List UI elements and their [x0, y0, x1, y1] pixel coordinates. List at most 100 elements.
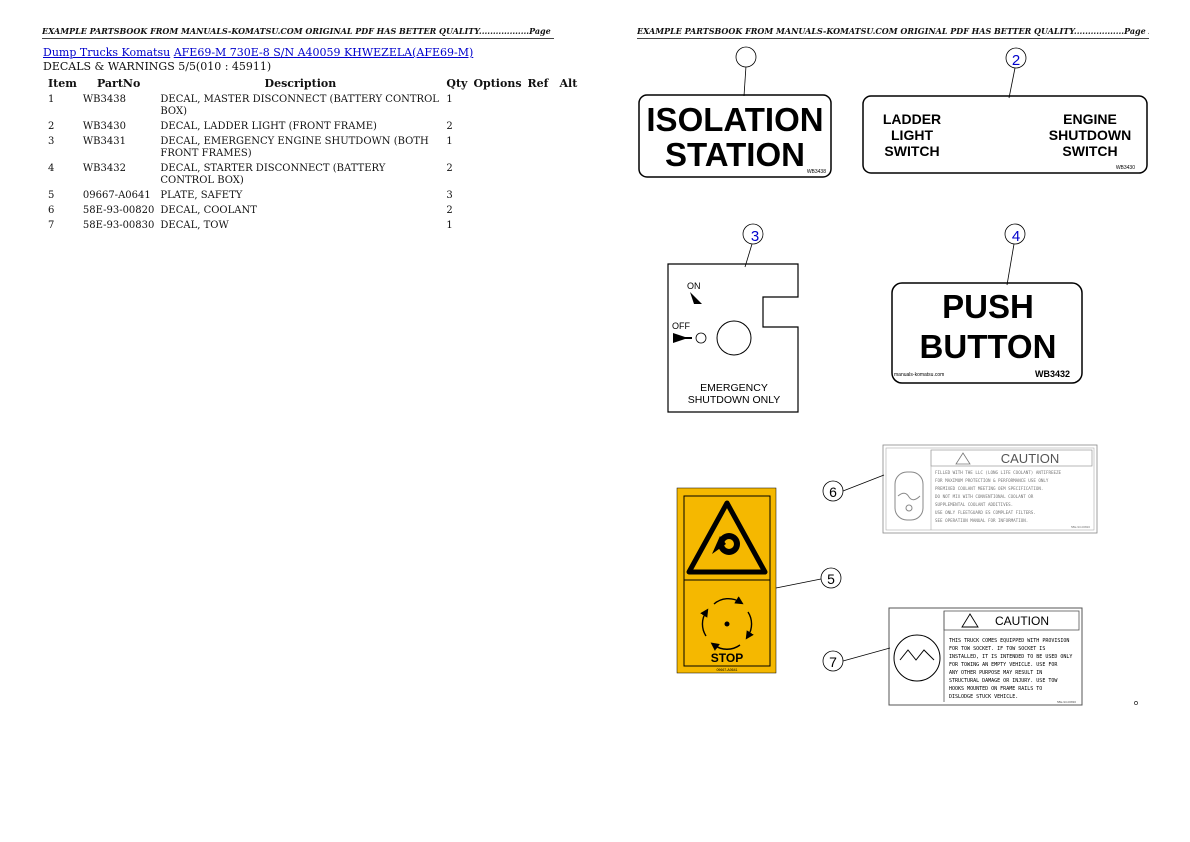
- decal2-left-line3: SWITCH: [884, 143, 939, 159]
- decal7-text-2: FOR TOW SOCKET. IF TOW SOCKET IS: [949, 646, 1045, 652]
- page-header: EXAMPLE PARTSBOOK FROM MANUALS-KOMATSU.C…: [42, 24, 554, 39]
- cell-item: 6: [48, 205, 55, 216]
- callout-3-label: 3: [751, 228, 759, 245]
- cell-qty: 1: [446, 136, 453, 147]
- decal-caution-tow: CAUTION THIS TRUCK COMES EQUIPPED WITH P…: [888, 607, 1083, 706]
- callout-4: 4: [1004, 223, 1026, 245]
- cell-description: DECAL, LADDER LIGHT (FRONT FRAME): [160, 121, 377, 132]
- col-header-ref: Ref: [527, 77, 549, 90]
- rotation-stop-icon: [700, 596, 754, 651]
- decal2-right-line2: SHUTDOWN: [1049, 127, 1131, 143]
- decal7-text-8: DISLODGE STUCK VEHICLE.: [949, 694, 1018, 700]
- page-header: EXAMPLE PARTSBOOK FROM MANUALS-KOMATSU.C…: [637, 24, 1149, 39]
- illustration-page: EXAMPLE PARTSBOOK FROM MANUALS-KOMATSU.C…: [595, 0, 1190, 842]
- cell-partno: WB3430: [82, 121, 126, 132]
- corner-mark-icon: [1134, 701, 1138, 705]
- breadcrumb-link-category[interactable]: Dump Trucks Komatsu: [43, 46, 171, 59]
- cell-qty: 3: [446, 190, 453, 201]
- table-row: 5 09667-A0641 PLATE, SAFETY 3: [43, 190, 583, 205]
- decal4-line2: BUTTON: [920, 328, 1057, 365]
- table-row: 2 WB3430 DECAL, LADDER LIGHT (FRONT FRAME)…: [43, 121, 583, 136]
- callout-5-label: 5: [827, 571, 835, 587]
- decal7-text-4: FOR TOWING AN EMPTY VEHICLE. USE FOR: [949, 662, 1058, 668]
- switch-hole-icon: [716, 320, 752, 356]
- cell-item: 5: [48, 190, 55, 201]
- decal6-text-6: USE ONLY FLEETGUARD ES COMPLEAT FILTERS.: [935, 510, 1036, 515]
- cell-qty: 2: [446, 121, 453, 132]
- decal7-code: 58E-93-00830: [1057, 700, 1076, 704]
- callout-7-label: 7: [829, 654, 837, 670]
- decal-ladder-light-engine-shutdown: LADDER LIGHT SWITCH ENGINE SHUTDOWN SWIT…: [862, 95, 1148, 174]
- decal6-text-4: DO NOT MIX WITH CONVENTIONAL COOLANT OR: [935, 494, 1034, 499]
- cell-description: DECAL, MASTER DISCONNECT (BATTERY CONTRO…: [160, 94, 439, 117]
- breadcrumb: Dump Trucks Komatsu AFE69-M 730E-8 S/N A…: [43, 46, 473, 59]
- callout-2: 2: [1005, 47, 1027, 69]
- callout-7: 7: [822, 650, 844, 672]
- cell-partno: WB3431: [82, 136, 126, 147]
- decal1-line2: STATION: [665, 136, 805, 173]
- cell-description: PLATE, SAFETY: [160, 190, 243, 201]
- cell-item: 2: [48, 121, 55, 132]
- col-header-qty: Qty: [446, 77, 468, 90]
- decal7-text-6: STRUCTURAL DAMAGE OR INJURY. USE TOW: [949, 678, 1058, 684]
- cell-item: 1: [48, 94, 55, 105]
- caution-triangle-icon: [955, 452, 971, 465]
- cell-description: DECAL, EMERGENCY ENGINE SHUTDOWN (BOTH F…: [160, 136, 429, 159]
- cell-qty: 1: [446, 220, 453, 231]
- decal2-left-line1: LADDER: [883, 111, 941, 127]
- col-header-partno: PartNo: [96, 77, 141, 90]
- table-header-row: Item PartNo Description Qty Options Ref …: [43, 76, 583, 94]
- decal5-stop-label: STOP: [711, 651, 743, 665]
- decal-caution-coolant: CAUTION FILLED WITH THE LLC (LONG LIFE C…: [882, 444, 1098, 534]
- decal7-text-1: THIS TRUCK COMES EQUIPPED WITH PROVISION: [949, 638, 1069, 644]
- decal4-line1: PUSH: [942, 288, 1034, 325]
- decal6-caution-title: CAUTION: [1001, 451, 1060, 466]
- decal3-on-label: ON: [687, 281, 701, 291]
- tow-hook-icon: [893, 634, 941, 682]
- switch-pilot-icon: [695, 332, 707, 344]
- callout-3: 3: [742, 223, 764, 245]
- col-header-description: Description: [264, 77, 337, 90]
- cell-qty: 1: [446, 94, 453, 105]
- decal1-code: WB3438: [807, 169, 826, 175]
- col-header-item: Item: [48, 77, 77, 90]
- breadcrumb-link-model[interactable]: AFE69-M 730E-8 S/N A40059 KHWEZELA(AFE69…: [173, 46, 474, 59]
- col-header-options: Options: [473, 77, 522, 90]
- callout-6: 6: [822, 480, 844, 502]
- cell-item: 7: [48, 220, 55, 231]
- decal3-off-label: OFF: [672, 321, 690, 331]
- decal3-line2: SHUTDOWN ONLY: [688, 394, 781, 406]
- callout-1: 1: [735, 46, 757, 68]
- section-title: DECALS & WARNINGS 5/5(010 : 45911): [43, 60, 272, 73]
- leader-lines: [743, 65, 1016, 662]
- decal-push-button: PUSH BUTTON manuals-komatsu.com WB3432: [891, 282, 1083, 384]
- decal6-code: 58E-93-00820: [1071, 525, 1090, 529]
- cell-item: 4: [48, 163, 55, 174]
- cell-description: DECAL, COOLANT: [160, 205, 257, 216]
- table-row: 3 WB3431 DECAL, EMERGENCY ENGINE SHUTDOWN …: [43, 136, 583, 163]
- decal1-line1: ISOLATION: [646, 101, 823, 138]
- cell-partno: WB3432: [82, 163, 126, 174]
- decal5-code: 09667-A0641: [716, 668, 737, 672]
- coolant-reservoir-icon: [894, 471, 924, 521]
- col-header-alt: Alt: [559, 77, 578, 90]
- parts-table: Item PartNo Description Qty Options Ref …: [43, 76, 583, 235]
- cell-description: DECAL, TOW: [160, 220, 229, 231]
- callout-2-label: 2: [1012, 52, 1020, 69]
- decal2-left-line2: LIGHT: [891, 127, 933, 143]
- cell-partno: 09667-A0641: [82, 190, 151, 201]
- callout-4-label: 4: [1012, 228, 1020, 245]
- decal7-text-7: HOOKS MOUNTED ON FRAME RAILS TO: [949, 686, 1042, 692]
- cell-item: 3: [48, 136, 55, 147]
- decal7-text-3: INSTALLED, IT IS INTENDED TO BE USED ONL…: [949, 654, 1072, 660]
- decal7-caution-title: CAUTION: [995, 614, 1049, 628]
- decal-emergency-shutdown: ON OFF EMERGENCY SHUTDOWN ONLY: [667, 263, 799, 413]
- callout-6-label: 6: [829, 484, 837, 500]
- decal2-right-line3: SWITCH: [1062, 143, 1117, 159]
